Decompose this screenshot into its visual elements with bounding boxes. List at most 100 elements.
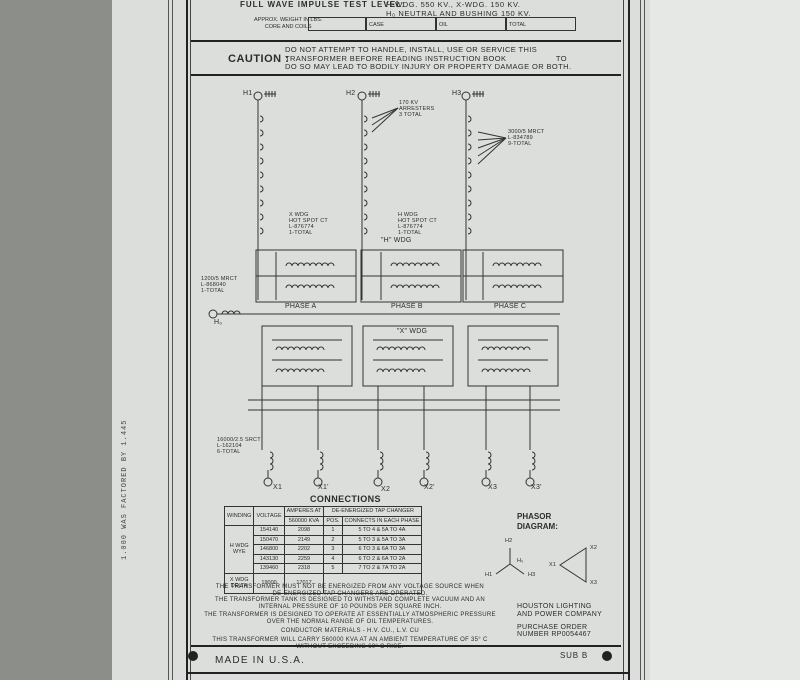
coil-vertical — [259, 185, 264, 193]
cell-pos: 4 — [323, 553, 343, 564]
arrester-label: 170 KV ARRESTERS 3 TOTAL — [399, 100, 435, 118]
coil-horizontal — [481, 346, 531, 351]
col-voltage: VOLTAGE — [253, 506, 285, 526]
caution-line-3: DO SO MAY LEAD TO BODILY INJURY OR PROPE… — [285, 62, 572, 72]
impulse-value-2: H₀ NEUTRAL AND BUSHING 150 KV. — [386, 9, 532, 18]
note-line: INTERNAL PRESSURE OF 10 POUNDS PER SQUAR… — [258, 603, 442, 610]
coil-vertical — [259, 143, 264, 151]
made-in-usa: MADE IN U.S.A. — [215, 655, 306, 666]
coil-vertical — [363, 213, 368, 221]
winding-hv-type: WYE — [232, 549, 246, 556]
cell-connects: 5 TO 4 & 5A TO 4A — [341, 525, 423, 536]
caution-title: CAUTION : — [228, 53, 290, 65]
winding-box — [467, 325, 559, 387]
winding-hv-name: H WDG — [229, 543, 249, 550]
cell-amperes: 2149 — [283, 534, 325, 545]
wire — [509, 563, 525, 575]
bushing-x2p-label: X2' — [424, 484, 435, 491]
coil-vertical — [363, 227, 368, 235]
cell-voltage: 143130 — [253, 553, 285, 564]
coil-horizontal — [221, 310, 241, 315]
margin-line — [644, 0, 645, 680]
winding-box — [362, 325, 454, 387]
wire — [371, 107, 399, 126]
cell-connects: 6 TO 2 & 6A TO 2A — [341, 553, 423, 564]
wiring-lines — [217, 91, 564, 575]
cell-pos: 1 — [323, 525, 343, 536]
table-row: 143130 2259 4 6 TO 2 & 6A TO 2A — [225, 553, 423, 564]
note-rating: THIS TRANSFORMER WILL CARRY 560000 KVA A… — [200, 637, 500, 650]
coil-horizontal — [376, 346, 426, 351]
mounting-hole — [602, 651, 612, 661]
impulse-value-1: H-WDG. 550 KV., X-WDG. 150 KV. — [386, 0, 521, 9]
caution-line-1: DO NOT ATTEMPT TO HANDLE, INSTALL, USE O… — [285, 45, 538, 54]
wire — [495, 563, 511, 575]
coil-vertical — [467, 157, 472, 165]
phase-c-label: PHASE C — [494, 303, 527, 310]
phasor-h1: H1 — [485, 572, 493, 578]
coil-vertical — [425, 451, 430, 471]
col-winding: WINDING — [223, 506, 255, 526]
coils — [208, 91, 542, 487]
table-row: 139460 2318 5 7 TO 2 & 7A TO 2A — [225, 563, 423, 574]
coil-horizontal — [285, 284, 335, 289]
cell-pos: 5 — [323, 563, 343, 574]
wire — [477, 137, 507, 165]
company-name: AND POWER COMPANY — [517, 610, 603, 618]
coil-vertical — [467, 115, 472, 123]
weight-label: APPROX. WEIGHT IN LBS. CORE AND COILS — [254, 17, 322, 31]
coil-vertical — [467, 213, 472, 221]
coil-vertical — [269, 451, 274, 471]
cell-pos: 3 — [323, 544, 343, 555]
cell-amperes: 2259 — [283, 553, 325, 564]
purchase-order-number: NUMBER RP0054467 — [517, 631, 592, 639]
cell-voltage: 19000 — [253, 572, 285, 594]
margin-line — [168, 0, 169, 680]
company-name: HOUSTON LIGHTING — [517, 603, 592, 610]
caution-rule — [191, 74, 621, 76]
wire — [371, 107, 399, 133]
wire — [477, 131, 507, 139]
weight-box-oil: OIL — [436, 17, 506, 31]
bushing-symbol — [419, 477, 429, 487]
cell-voltage: 150470 — [253, 534, 285, 545]
cell-voltage: 139460 — [253, 563, 285, 574]
margin-line — [172, 0, 173, 680]
bushing-x1-label: X1 — [273, 484, 283, 491]
neutral-h0-label: H₀ — [214, 319, 223, 326]
coil-horizontal — [285, 262, 335, 267]
coil-horizontal — [390, 284, 440, 289]
note-pressure: THE TRANSFORMER IS DESIGNED TO OPERATE A… — [200, 612, 500, 625]
header-rule — [191, 40, 621, 42]
cell-amperes: 17017 — [283, 572, 325, 594]
phasor-h2: H2 — [505, 538, 513, 544]
cell-empty — [323, 572, 423, 594]
coil-vertical — [467, 143, 472, 151]
note-line: OVER THE NORMAL RANGE OF OIL TEMPERATURE… — [266, 618, 434, 625]
nameplate-bottom-edge — [186, 672, 630, 674]
bushing-symbol — [313, 477, 323, 487]
bushing-symbol — [481, 477, 491, 487]
bushing-symbol — [263, 477, 273, 487]
coil-vertical — [363, 129, 368, 137]
cell-voltage: 146800 — [253, 544, 285, 555]
hv-ct-label: 3000/5 MRCT L-834789 9-TOTAL — [508, 129, 545, 147]
coil-horizontal — [376, 368, 426, 373]
wire — [477, 137, 507, 149]
bushing-symbol — [461, 91, 471, 101]
footer-rule — [191, 645, 621, 647]
nameplate-inner-frame — [190, 0, 624, 680]
bushing-x3p-label: X3' — [531, 484, 542, 491]
purchase-order: PURCHASE ORDER — [517, 623, 588, 631]
note-line: THE TRANSFORMER TANK IS DESIGNED TO WITH… — [215, 597, 485, 603]
winding-lv-name: X WDG — [229, 577, 249, 583]
lv-ct-label: 16000/2.5 SRCT L-162104 6-TOTAL — [217, 437, 261, 455]
h-wdg-ct-label: H WDG HOT SPOT CT L-876774 1-TOTAL — [398, 212, 437, 236]
coil-vertical — [363, 199, 368, 207]
phasor-title: PHASOR DIAGRAM: — [517, 512, 558, 532]
col-connects: CONNECTS IN EACH PHASE — [341, 515, 423, 526]
wire — [371, 107, 399, 119]
